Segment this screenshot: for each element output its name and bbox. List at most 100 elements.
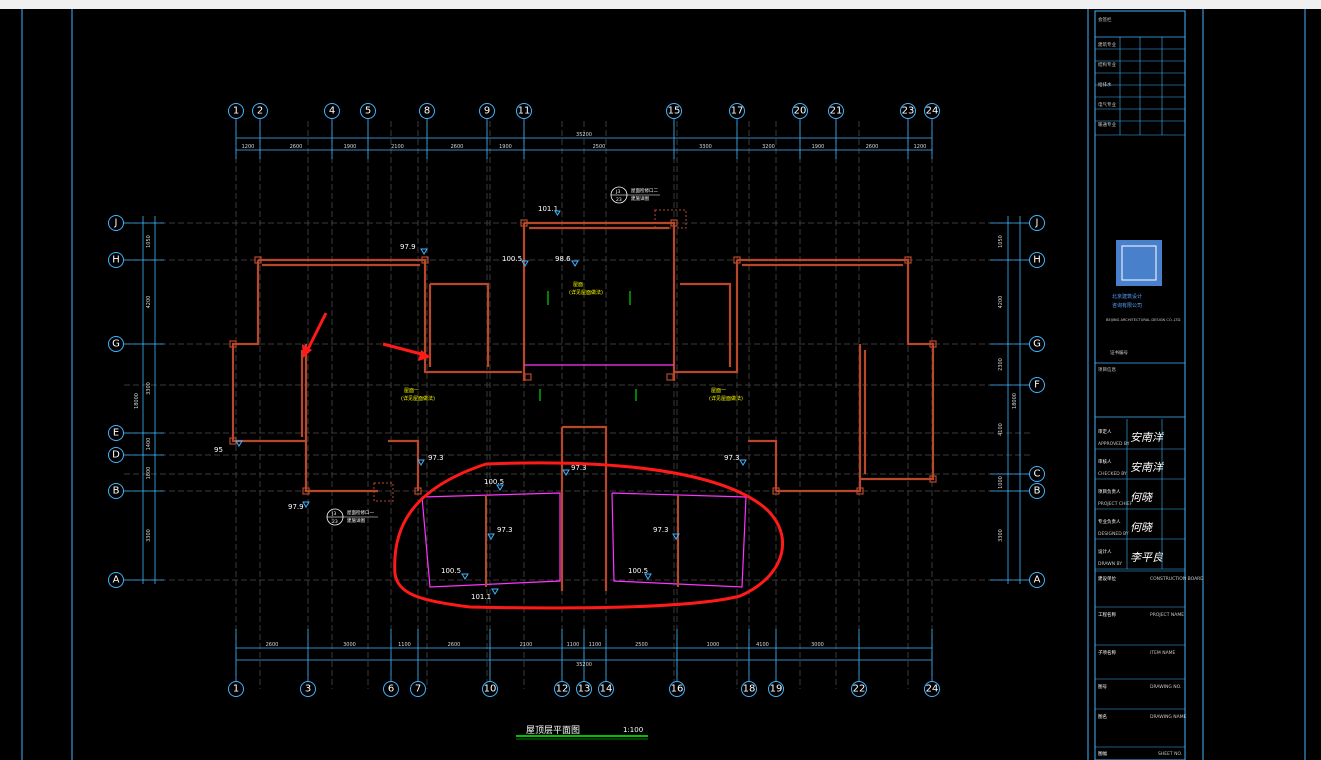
tb-field-label-en: DRAWING NO. [1150,684,1181,690]
dim-right: 4200 [998,296,1004,309]
dim-total-right: 18000 [1012,393,1018,409]
svg-text:13: 13 [578,684,591,695]
elev-label: 97.9 [400,243,416,251]
axis-bubble-right: A [1029,572,1045,588]
approval-role-en: DRAWN BY [1098,561,1122,567]
svg-text:A: A [113,575,120,586]
detail-ref-sheet: 23 [616,197,622,203]
app-top-strip [0,0,1321,9]
elev-label: 100.5 [502,255,522,263]
dim-left: 1050 [146,235,152,248]
svg-text:1: 1 [233,684,239,695]
approval-signature: 何晓 [1130,491,1154,504]
elevation-markers [235,210,747,595]
svg-text:9: 9 [484,106,490,117]
dim-bottom: 2600 [266,642,279,648]
tb-discipline: 结构专业 [1098,61,1116,68]
axis-bubble-bottom: 18 [741,681,757,697]
svg-text:14: 14 [600,684,613,695]
elev-label: 97.3 [724,454,740,462]
tb-discipline: 建筑专业 [1098,41,1116,48]
detail-ref-bottom: J3 23 屋面检修口一 建施详图 [326,508,378,526]
dim-top: 3300 [699,144,712,150]
tb-field-label-en: CONSTRUCTION BOARD [1150,576,1204,582]
tb-discipline: 电气专业 [1098,101,1116,108]
dim-top: 3200 [762,144,775,150]
elev-label: 95 [214,446,223,454]
svg-text:19: 19 [770,684,783,695]
svg-text:11: 11 [518,106,531,117]
markup-ellipse [393,461,785,610]
detail-ref-text: 屋面检修口一 [347,509,374,516]
approval-role-en: DESIGNED BY [1098,531,1129,537]
approval-signature: 何晓 [1130,521,1154,534]
axis-bubble-bottom: 19 [768,681,784,697]
approval-signature: 安南洋 [1130,431,1165,444]
elev-label: 97.9 [288,503,304,511]
svg-text:G: G [1033,339,1041,350]
dim-top: 1900 [812,144,825,150]
axis-bubble-right: H [1029,252,1045,268]
detail-ref-sheet: 23 [332,519,338,525]
svg-text:3: 3 [305,684,311,695]
dim-total-left: 18000 [134,393,140,409]
approval-role-en: PROJECT CHIEF [1098,501,1133,507]
axis-bubble-bottom: 12 [554,681,570,697]
dim-top: 1900 [344,144,357,150]
axis-bubble-right: F [1029,377,1045,393]
drawing-title-block: 屋顶层平面图 1:100 [516,725,648,740]
axis-bubble-right: B [1029,483,1045,499]
svg-text:17: 17 [731,106,744,117]
dim-top: 1200 [914,144,927,150]
company-seal [1116,240,1162,286]
drawing-title: 屋顶层平面图 [526,725,580,736]
approval-role-en: APPROVED BY [1098,441,1130,447]
approval-role: 设计人 [1098,548,1112,555]
svg-text:10: 10 [484,684,497,695]
elev-label: 101.1 [538,205,558,213]
axis-bubble-top: 5 [360,103,376,119]
cert-no: 证书编号 [1110,349,1128,356]
dim-bottom: 3000 [343,642,356,648]
tb-field-label: 子项名称 [1098,649,1116,656]
axis-bubble-left: J [108,215,124,231]
dim-top: 2500 [593,144,606,150]
tb-field-label: 图号 [1098,684,1107,690]
svg-text:8: 8 [424,106,430,117]
dim-left: 3300 [146,529,152,542]
dim-left: 3300 [146,382,152,395]
axis-bubble-bottom: 16 [669,681,685,697]
dim-right: 1050 [998,235,1004,248]
dim-bottom: 1100 [567,642,580,648]
detail-ref-top: J3 23 屋面检修口二 建施详图 [610,186,660,204]
axis-bubble-top: 8 [419,103,435,119]
elev-label: 101.1 [471,593,491,601]
axis-bubble-left: E [108,425,124,441]
approval-role: 项目负责人 [1098,488,1121,495]
dim-bottom: 1100 [398,642,411,648]
tb-field-label: 图名 [1098,713,1107,720]
axis-grid-lines [124,121,1030,689]
elev-label: 100.5 [628,567,648,575]
svg-text:B: B [113,486,120,497]
tb-discipline: 给排水 [1098,81,1112,88]
tb-field-label-en: DRAWING NAME [1150,714,1187,720]
detail-ref-text: 建施详图 [347,517,365,524]
svg-text:D: D [112,450,120,461]
approval-role: 审定人 [1098,428,1112,435]
svg-text:E: E [113,428,119,439]
axis-bubble-bottom: 1 [228,681,244,697]
company-name: 北京建筑设计 [1112,293,1142,300]
svg-text:H: H [1033,255,1041,266]
axis-bubble-top: 2 [252,103,268,119]
axis-bubble-left: B [108,483,124,499]
svg-text:B: B [1034,486,1041,497]
dim-right: 2300 [998,358,1004,371]
approval-role-en: CHECKED BY [1098,471,1127,477]
dim-bottom: 1000 [707,642,720,648]
approval-role: 审核人 [1098,458,1112,465]
tb-sheet: 图幅 [1098,750,1107,757]
roof-note: 屋面一 [404,388,419,394]
